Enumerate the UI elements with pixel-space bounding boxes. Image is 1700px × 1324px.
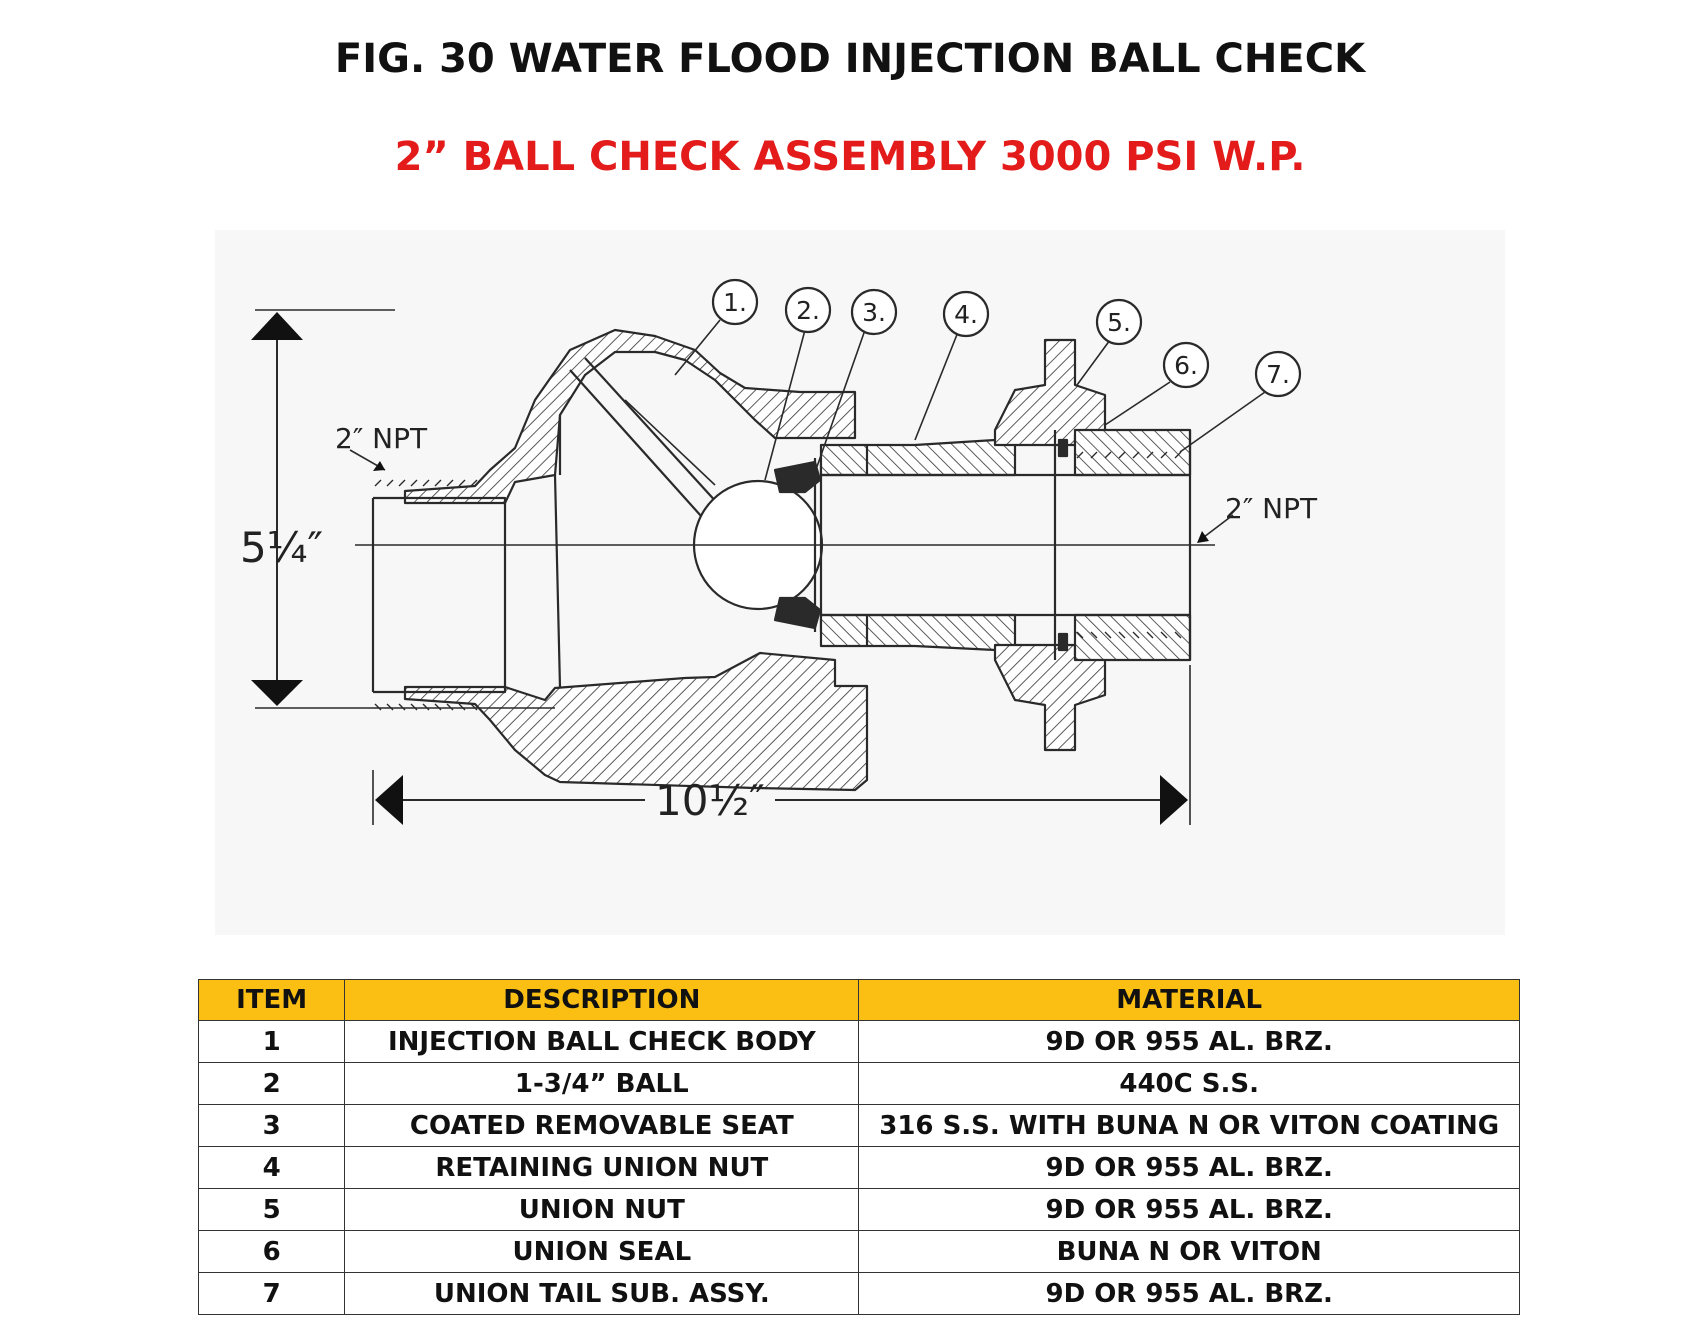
outlet-npt-arrow <box>1197 531 1209 543</box>
callout-5: 5. <box>1107 308 1131 337</box>
table-row: 3 COATED REMOVABLE SEAT 316 S.S. WITH BU… <box>197 1104 1520 1147</box>
ball-check-drawing: 1. 2. 3. 4. 5. 6. 7. 2″ NPT 2″ NPT 5¼″ 1… <box>215 230 1505 935</box>
length-dim-arrow-left <box>375 775 403 825</box>
union-tail-upper <box>1073 428 1192 477</box>
cell-material: 316 S.S. WITH BUNA N OR VITON COATING <box>858 1104 1520 1147</box>
cell-description: COATED REMOVABLE SEAT <box>344 1104 860 1147</box>
cell-material: 9D OR 955 AL. BRZ. <box>858 1020 1520 1063</box>
cell-item: 7 <box>197 1272 346 1315</box>
callout-3-circle <box>850 288 898 336</box>
table-row: 5 UNION NUT 9D OR 955 AL. BRZ. <box>197 1188 1520 1231</box>
figure-title: FIG. 30 WATER FLOOD INJECTION BALL CHECK <box>334 36 1366 82</box>
height-dim-arrow-top <box>251 312 303 340</box>
callout-1: 1. <box>723 288 747 317</box>
cell-item: 1 <box>197 1020 346 1063</box>
cell-description: 1-3/4” BALL <box>344 1062 860 1105</box>
callout-7-circle <box>1254 350 1302 398</box>
callout-4: 4. <box>954 300 978 329</box>
callout-7: 7. <box>1266 360 1290 389</box>
body-lower-section <box>403 651 869 792</box>
callout-2: 2. <box>796 296 820 325</box>
cell-description: RETAINING UNION NUT <box>344 1146 860 1189</box>
union-tail-lower <box>1073 613 1192 662</box>
outlet-threads <box>1076 451 1182 639</box>
callout-4-circle <box>942 290 990 338</box>
callout-6: 6. <box>1174 351 1198 380</box>
callout-5-circle <box>1095 298 1143 346</box>
table-row: 2 1-3/4” BALL 440C S.S. <box>197 1062 1520 1105</box>
body-upper-section <box>403 328 857 505</box>
cell-material: 9D OR 955 AL. BRZ. <box>858 1146 1520 1189</box>
height-dimension-label: 5¼″ <box>240 523 323 572</box>
cell-material: BUNA N OR VITON <box>858 1230 1520 1273</box>
cell-item: 3 <box>197 1104 346 1147</box>
retaining-nut-lower <box>819 613 1017 662</box>
cell-material: 9D OR 955 AL. BRZ. <box>858 1272 1520 1315</box>
table-row: 1 INJECTION BALL CHECK BODY 9D OR 955 AL… <box>197 1020 1520 1063</box>
header-item: ITEM <box>197 979 346 1021</box>
callout-2-circle <box>784 286 832 334</box>
header-description: DESCRIPTION <box>344 979 860 1021</box>
length-dimension-label: 10½″ <box>655 776 765 825</box>
cell-material: 9D OR 955 AL. BRZ. <box>858 1188 1520 1231</box>
cell-item: 2 <box>197 1062 346 1105</box>
cell-material: 440C S.S. <box>858 1062 1520 1105</box>
callout-3: 3. <box>862 298 886 327</box>
cell-description: UNION SEAL <box>344 1230 860 1273</box>
table-row: 4 RETAINING UNION NUT 9D OR 955 AL. BRZ. <box>197 1146 1520 1189</box>
cell-description: INJECTION BALL CHECK BODY <box>344 1020 860 1063</box>
table-row: 6 UNION SEAL BUNA N OR VITON <box>197 1230 1520 1273</box>
inlet-npt-arrow <box>373 461 385 471</box>
cell-description: UNION TAIL SUB. ASSY. <box>344 1272 860 1315</box>
cell-item: 4 <box>197 1146 346 1189</box>
table-row: 7 UNION TAIL SUB. ASSY. 9D OR 955 AL. BR… <box>197 1272 1520 1315</box>
length-dim-arrow-right <box>1160 775 1188 825</box>
figure-subtitle: 2” BALL CHECK ASSEMBLY 3000 PSI W.P. <box>394 134 1306 180</box>
seat-lower <box>773 596 822 630</box>
callout-1-circle <box>711 278 759 326</box>
table-header-row: ITEM DESCRIPTION MATERIAL <box>197 979 1520 1021</box>
cell-description: UNION NUT <box>344 1188 860 1231</box>
cell-item: 6 <box>197 1230 346 1273</box>
union-seal-lower <box>1057 632 1069 652</box>
header-material: MATERIAL <box>858 979 1520 1021</box>
inlet-npt-label: 2″ NPT <box>335 422 428 455</box>
outlet-npt-label: 2″ NPT <box>1225 492 1318 525</box>
union-seal-upper <box>1057 438 1069 458</box>
seat-upper <box>773 460 822 494</box>
callout-6-circle <box>1162 341 1210 389</box>
height-dim-arrow-bottom <box>251 680 303 706</box>
inlet-threads <box>374 479 478 711</box>
cell-item: 5 <box>197 1188 346 1231</box>
parts-table: ITEM DESCRIPTION MATERIAL 1 INJECTION BA… <box>197 979 1520 1315</box>
